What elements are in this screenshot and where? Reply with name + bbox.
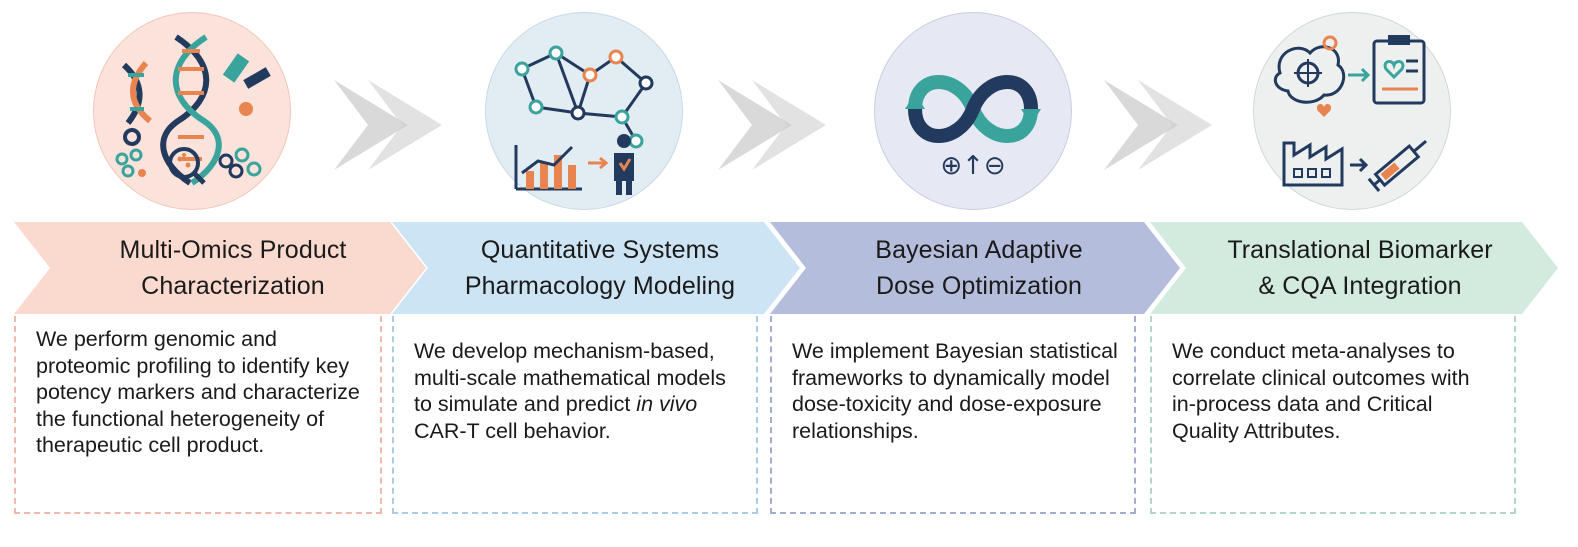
step-2-description-before: We develop mechanism-based, multi-scale …: [414, 339, 726, 416]
step-3-title: Bayesian Adaptive Dose Optimization: [810, 222, 1148, 314]
plus-up-minus-symbols: ⊕↑⊖: [940, 151, 1006, 181]
step-3-title-line2: Dose Optimization: [876, 272, 1082, 300]
step-3-description-box: We implement Bayesian statistical framew…: [770, 316, 1136, 514]
step-1-title-line1: Multi-Omics Product: [119, 236, 347, 264]
dna-omics-icon: [115, 34, 271, 186]
step-4-title-line2: & CQA Integration: [1258, 272, 1462, 300]
step-4-description: We conduct meta-analyses to correlate cl…: [1172, 339, 1470, 443]
step-2-description-italic: in vivo: [636, 392, 698, 416]
step-1: [8, 0, 400, 547]
flow-arrow-3: [1104, 80, 1212, 170]
step-2-icon-circle: [485, 12, 683, 210]
step-4-chevron: Translational Biomarker & CQA Integratio…: [1150, 222, 1558, 314]
biomarker-factory-icon: [1273, 35, 1428, 192]
step-1-chevron: Multi-Omics Product Characterization: [14, 222, 426, 314]
flow-arrow-1: [334, 80, 442, 170]
step-3-chevron: Bayesian Adaptive Dose Optimization: [770, 222, 1180, 314]
flow-arrow-2: [718, 80, 826, 170]
step-3: ⊕↑⊖: [788, 0, 1180, 547]
step-1-icon-circle: [93, 12, 291, 210]
step-1-title-line2: Characterization: [141, 272, 325, 300]
step-3-description: We implement Bayesian statistical framew…: [792, 339, 1118, 443]
step-3-icon-circle: ⊕↑⊖: [874, 12, 1072, 210]
step-2-title-line2: Pharmacology Modeling: [464, 272, 736, 300]
infinity-loop-icon: [905, 75, 1041, 143]
step-3-title-line1: Bayesian Adaptive: [875, 236, 1083, 264]
step-1-description: We perform genomic and proteomic profili…: [36, 327, 360, 457]
step-4-title: Translational Biomarker & CQA Integratio…: [1190, 222, 1530, 314]
step-4-description-box: We conduct meta-analyses to correlate cl…: [1150, 316, 1516, 514]
network-model-icon: [514, 45, 654, 195]
step-2: [400, 0, 792, 547]
step-4-title-line1: Translational Biomarker: [1227, 236, 1493, 264]
step-1-description-box: We perform genomic and proteomic profili…: [14, 316, 382, 514]
step-2-description-box: We develop mechanism-based, multi-scale …: [392, 316, 758, 514]
step-2-title-line1: Quantitative Systems: [480, 236, 720, 264]
step-4: [1168, 0, 1560, 547]
step-2-title: Quantitative Systems Pharmacology Modeli…: [430, 222, 770, 314]
step-2-chevron: Quantitative Systems Pharmacology Modeli…: [392, 222, 800, 314]
step-1-title: Multi-Omics Product Characterization: [68, 222, 398, 314]
step-2-description: We develop mechanism-based, multi-scale …: [414, 338, 740, 444]
step-4-icon-circle: [1253, 12, 1451, 210]
step-2-description-after: CAR-T cell behavior.: [414, 418, 611, 443]
